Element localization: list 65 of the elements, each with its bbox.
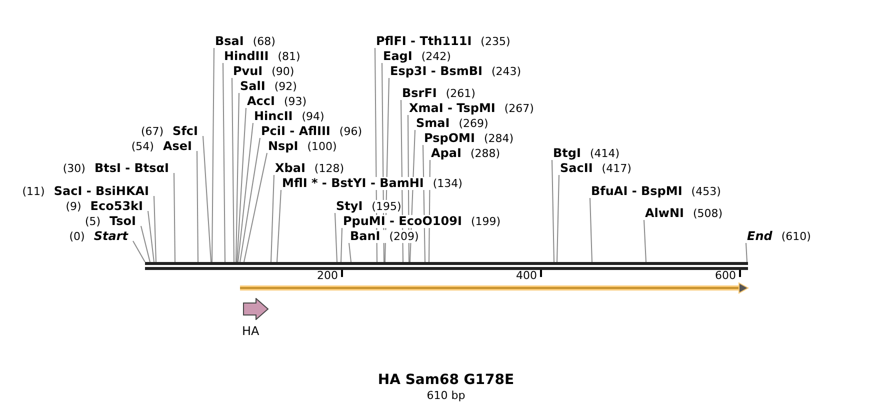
restriction-site-label: XmaI - TspMI (267): [409, 102, 534, 115]
restriction-site-label: (5) TsoI: [84, 215, 136, 228]
map-title: HA Sam68 G178E: [376, 372, 516, 389]
leader-line: [552, 160, 554, 262]
restriction-site-label: AlwNI (508): [645, 207, 723, 220]
restriction-site-label: (54) AseI: [131, 140, 192, 153]
restriction-site-label: PspOMI (284): [424, 132, 514, 145]
restriction-site-label: SmaI (269): [416, 117, 488, 130]
leader-line: [236, 108, 246, 262]
restriction-site-label: BanI (209): [350, 230, 419, 243]
sequence-backbone: [145, 262, 748, 270]
restriction-site-label: BtgI (414): [553, 147, 620, 160]
restriction-site-label: XbaI (128): [275, 162, 344, 175]
restriction-site-label: NspI (100): [268, 140, 337, 153]
leader-line: [154, 196, 156, 262]
leader-line: [140, 226, 150, 262]
leader-line: [148, 210, 154, 262]
restriction-site-label: PciI - AflIII (96): [261, 125, 362, 138]
restriction-site-label: BfuAI - BspMI (453): [591, 185, 721, 198]
restriction-site-label: (9) Eco53kI: [66, 200, 143, 213]
restriction-site-label: PflFI - Tth111I (235): [376, 35, 510, 48]
leader-line: [244, 152, 268, 262]
restriction-site-label: (0) Start: [69, 230, 128, 243]
restriction-site-label: ApaI (288): [431, 147, 500, 160]
restriction-site-label: StyI (195): [336, 200, 402, 213]
restriction-site-label: (67) SfcI: [140, 125, 198, 138]
ruler-number: 600: [715, 269, 736, 282]
feature-label: HA: [242, 324, 260, 338]
leader-line: [132, 240, 146, 262]
leader-line: [746, 242, 748, 262]
leader-line: [556, 174, 560, 262]
leader-line: [222, 62, 226, 262]
leader-line: [340, 228, 342, 262]
ruler-number: 400: [516, 269, 537, 282]
restriction-site-label: BsrFI (261): [402, 87, 476, 100]
restriction-site-label: End (610): [747, 230, 811, 243]
ruler-number: 200: [317, 269, 338, 282]
leader-line: [644, 220, 646, 262]
leader-line: [196, 150, 198, 262]
leader-line: [238, 122, 254, 262]
restriction-site-label: HincII (94): [254, 110, 324, 123]
leader-line: [348, 242, 352, 262]
leader-line: [270, 174, 274, 262]
restriction-site-label: (30) BtsI - BtsαI: [62, 162, 169, 175]
restriction-site-label: EagI (242): [383, 50, 451, 63]
leader-line: [202, 136, 212, 262]
leader-line: [236, 92, 240, 262]
restriction-site-label: Esp3I - BsmBI (243): [390, 65, 522, 78]
leader-line: [212, 48, 214, 262]
leader-line: [240, 138, 260, 262]
restriction-site-label: PpuMI - EcoO109I (199): [343, 215, 501, 228]
leader-line: [334, 212, 338, 262]
leader-line: [276, 190, 282, 262]
leader-line: [590, 198, 592, 262]
sequence-length: 610 bp: [426, 389, 466, 402]
leader-line: [174, 172, 176, 262]
restriction-site-label: SacII (417): [560, 162, 632, 175]
restriction-site-label: SalI (92): [240, 80, 297, 93]
restriction-site-label: (11) SacI - BsiHKAI: [22, 185, 149, 198]
leader-line: [232, 78, 234, 262]
restriction-site-label: PvuI (90): [233, 65, 294, 78]
restriction-site-label: AccI (93): [247, 95, 307, 108]
restriction-site-label: BsaI (68): [215, 35, 276, 48]
restriction-site-label: MflI * - BstYI - BamHI (134): [282, 177, 462, 190]
restriction-site-label: HindIII (81): [224, 50, 300, 63]
